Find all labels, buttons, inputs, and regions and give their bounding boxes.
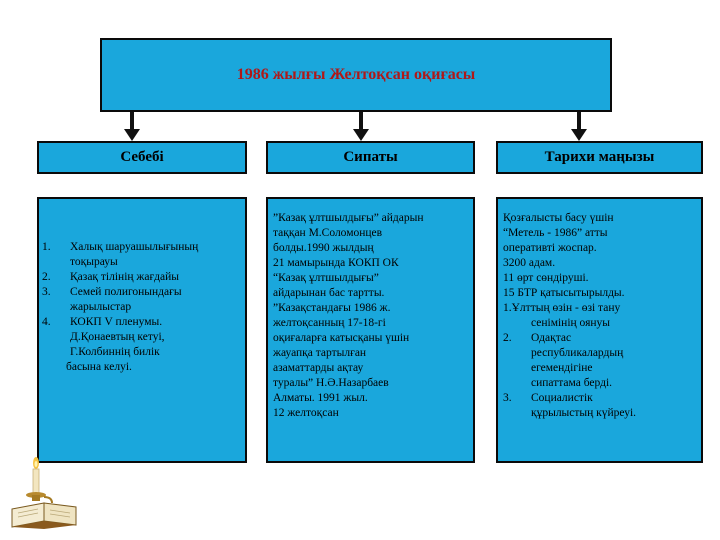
significance-box: Қозғалысты басу үшін “Метель - 1986” атт… [496,197,703,463]
list-item: 2. Қазақ тілінің жағдайы [42,271,180,283]
arrow-down-left [124,112,140,141]
header-cause: Себебі [37,141,247,174]
list-item: 3. Социалистік құрылыстың күйреуі. [503,392,637,419]
list-item: 3. Семей полигонындағы жарылыстар [42,286,182,313]
list-item: 2. Одақтас республикалардың егемендігіне… [503,332,624,389]
arrow-down-center [353,112,369,141]
list-item-continuation: басына келуі. [66,361,132,373]
diagram-title-box: 1986 жылғы Желтоқсан оқиғасы [100,38,612,112]
cause-list: 1. Халық шаруашылығының тоқырауы 2. Қаза… [42,240,241,375]
list-item: 1.Ұлттың өзін - өзі тану [503,302,621,314]
diagram-title: 1986 жылғы Желтоқсан оқиғасы [236,66,476,83]
character-box: ”Казақ ұлтшылдығы” айдарын таққан М.Соло… [266,197,475,463]
header-significance: Тарихи маңызы [496,141,703,174]
header-character: Сипаты [266,141,475,174]
list-item: 4. КОКП V пленумы. Д.Қонаевтың кетуі, Г.… [42,316,165,358]
arrow-down-right [571,112,587,141]
list-item: 1. Халық шаруашылығының тоқырауы [42,241,199,268]
candle-and-book-icon [11,457,77,529]
significance-text: Қозғалысты басу үшін “Метель - 1986” атт… [503,211,697,421]
cause-box: 1. Халық шаруашылығының тоқырауы 2. Қаза… [37,197,247,463]
character-text: ”Казақ ұлтшылдығы” айдарын таққан М.Соло… [273,212,424,419]
